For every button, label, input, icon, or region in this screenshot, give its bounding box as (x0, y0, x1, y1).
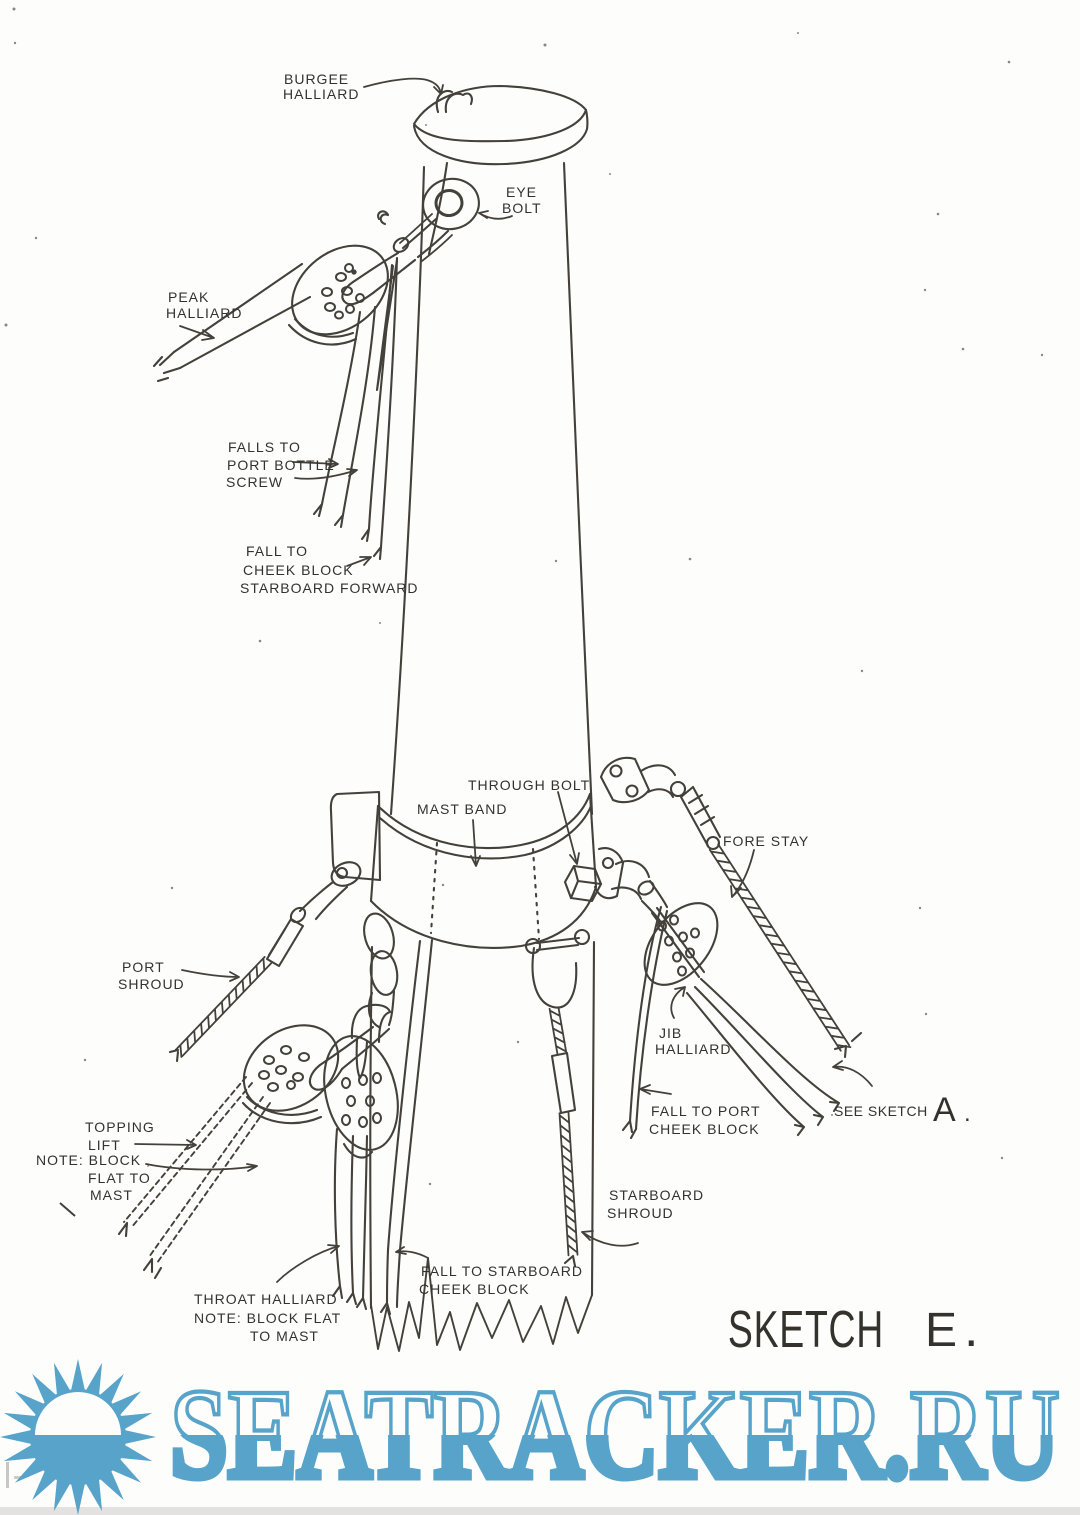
svg-text:FALLS TO: FALLS TO (228, 439, 301, 455)
svg-text:CHEEK BLOCK: CHEEK BLOCK (419, 1281, 530, 1297)
svg-text:FALL TO: FALL TO (246, 543, 308, 559)
svg-text:BURGEE: BURGEE (284, 71, 349, 87)
svg-text:.: . (964, 1300, 979, 1358)
svg-text:THROAT HALLIARD: THROAT HALLIARD (194, 1291, 338, 1307)
svg-text:STARBOARD: STARBOARD (609, 1187, 704, 1203)
svg-text:MAST: MAST (90, 1187, 133, 1203)
svg-text:FORE STAY: FORE STAY (723, 833, 809, 849)
svg-text:HALLIARD: HALLIARD (166, 305, 242, 321)
svg-text:E: E (925, 1304, 958, 1357)
svg-text:FALL TO STARBOARD: FALL TO STARBOARD (421, 1263, 583, 1279)
svg-text:SEATRACKER.RU: SEATRACKER.RU (170, 1363, 1060, 1505)
svg-text:STARBOARD FORWARD: STARBOARD FORWARD (240, 580, 419, 596)
svg-text:SHROUD: SHROUD (607, 1205, 674, 1221)
svg-text:MAST BAND: MAST BAND (417, 801, 507, 817)
svg-text:PEAK: PEAK (168, 289, 209, 305)
svg-text:JIB: JIB (659, 1025, 682, 1041)
svg-text:TO MAST: TO MAST (250, 1328, 319, 1344)
svg-text:PORT: PORT (122, 959, 165, 975)
svg-text:NOTE: BLOCK FLAT: NOTE: BLOCK FLAT (194, 1310, 341, 1326)
svg-text:BOLT: BOLT (502, 200, 542, 216)
svg-text:THROUGH BOLT: THROUGH BOLT (468, 777, 590, 793)
svg-text:EYE: EYE (506, 184, 537, 200)
svg-text:SEE SKETCH: SEE SKETCH (834, 1103, 928, 1119)
svg-text:HALLIARD: HALLIARD (283, 86, 359, 102)
svg-text:SEATRACKER.RU: SEATRACKER.RU (170, 1363, 1060, 1505)
svg-text:TOPPING: TOPPING (85, 1119, 155, 1135)
svg-text:A: A (933, 1091, 957, 1129)
svg-text:FLAT TO: FLAT TO (88, 1170, 151, 1186)
svg-text:LIFT: LIFT (88, 1137, 121, 1153)
svg-text:NOTE: BLOCK ,: NOTE: BLOCK , (36, 1152, 151, 1168)
svg-text:.: . (964, 1100, 972, 1127)
svg-text:FALL TO PORT: FALL TO PORT (651, 1103, 761, 1119)
svg-text:SKETCH: SKETCH (728, 1300, 884, 1359)
svg-text:CHEEK BLOCK: CHEEK BLOCK (649, 1121, 760, 1137)
svg-text:SHROUD: SHROUD (118, 976, 185, 992)
svg-text:HALLIARD: HALLIARD (655, 1041, 731, 1057)
svg-text:CHEEK BLOCK: CHEEK BLOCK (243, 562, 354, 578)
svg-text:SCREW: SCREW (226, 474, 283, 490)
svg-text:PORT BOTTLE: PORT BOTTLE (227, 457, 335, 473)
